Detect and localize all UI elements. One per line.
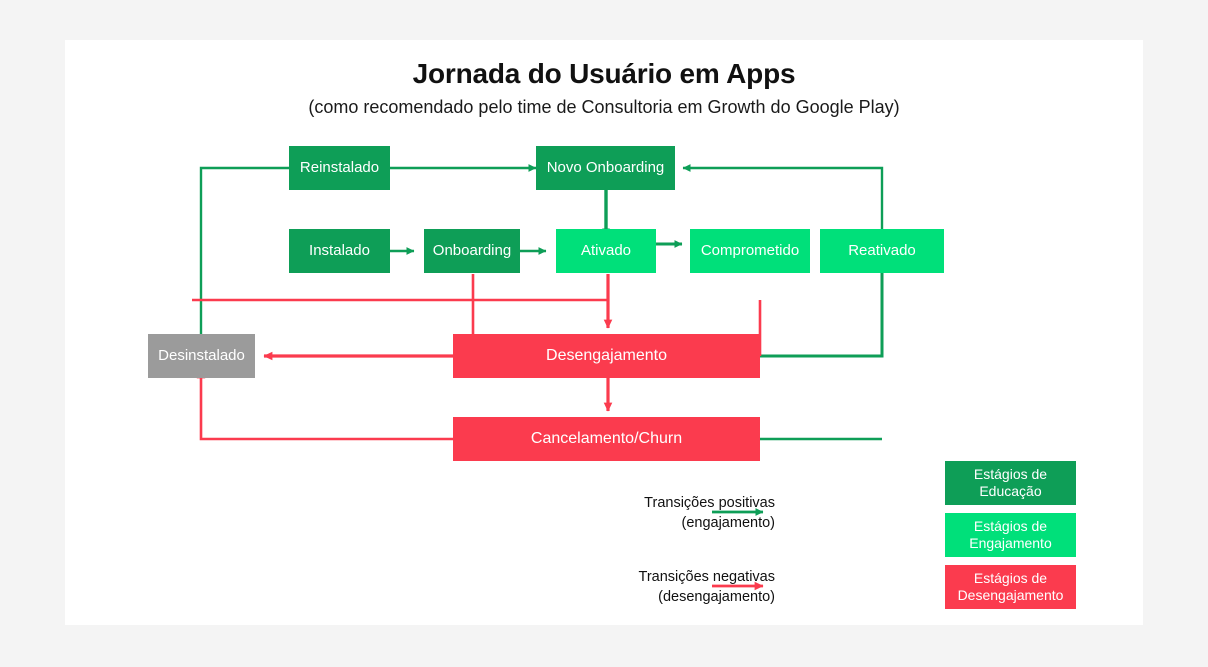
legend-swatch-desengajamento-line1: Estágios de xyxy=(973,569,1048,586)
node-cancelamento-churn[interactable]: Cancelamento/Churn xyxy=(453,417,760,461)
legend-swatch-educacao-line2: Educação xyxy=(979,483,1042,499)
node-instalado[interactable]: Instalado xyxy=(289,229,390,273)
page-subtitle: (como recomendado pelo time de Consultor… xyxy=(308,97,900,117)
edge-desinstalado-to-reinstalado xyxy=(199,166,289,334)
node-label: Novo Onboarding xyxy=(546,159,665,177)
legend-swatch-desengajamento: Estágios de Desengajamento xyxy=(945,565,1076,609)
node-ativado[interactable]: Ativado xyxy=(556,229,656,273)
node-label: Desinstalado xyxy=(158,347,245,365)
node-comprometido[interactable]: Comprometido xyxy=(690,229,810,273)
node-label: Ativado xyxy=(580,242,632,260)
legend-positive-label: Transições positivas (engajamento) xyxy=(625,494,775,533)
node-label: Reativado xyxy=(848,242,916,260)
node-label: Instalado xyxy=(309,242,370,260)
node-reativado[interactable]: Reativado xyxy=(820,229,944,273)
page-title: Jornada do Usuário em Apps xyxy=(412,58,796,89)
legend-swatch-engajamento-line2: Engajamento xyxy=(969,535,1052,551)
node-novo-onboarding[interactable]: Novo Onboarding xyxy=(536,146,675,190)
node-label: Desengajamento xyxy=(546,346,667,364)
legend-negative-label: Transições negativas (desengajamento) xyxy=(615,568,775,607)
node-desinstalado[interactable]: Desinstalado xyxy=(148,334,255,378)
legend-negative-line2: (desengajamento) xyxy=(658,588,775,605)
positive-edges xyxy=(199,164,886,441)
legend-positive-line2: (engajamento) xyxy=(681,514,776,531)
node-label: Comprometido xyxy=(700,242,800,260)
node-label: Cancelamento/Churn xyxy=(530,429,683,447)
legend-swatch-educacao: Estágios de Educação xyxy=(945,461,1076,505)
edge-reativado-to-novo-onboarding xyxy=(682,164,884,231)
legend-swatch-desengajamento-line2: Desengajamento xyxy=(957,587,1064,603)
edge-desengajamento-to-reativado xyxy=(760,243,886,358)
node-label: Reinstalado xyxy=(299,159,380,177)
node-reinstalado[interactable]: Reinstalado xyxy=(289,146,390,190)
legend-negative-line1: Transições negativas xyxy=(638,569,775,585)
diagram-card: Jornada do Usuário em Apps (como recomen… xyxy=(65,40,1143,625)
legend-positive-line1: Transições positivas xyxy=(644,495,775,511)
node-onboarding[interactable]: Onboarding xyxy=(424,229,520,273)
legend-swatch-educacao-line1: Estágios de xyxy=(973,465,1048,482)
legend-swatch-engajamento-line1: Estágios de xyxy=(973,517,1048,534)
edge-ativado-left-rail xyxy=(192,274,610,302)
node-desengajamento[interactable]: Desengajamento xyxy=(453,334,760,378)
node-label: Onboarding xyxy=(432,242,512,260)
edge-cancelamento-to-desinstalado xyxy=(196,369,454,441)
legend-swatch-engajamento: Estágios de Engajamento xyxy=(945,513,1076,557)
